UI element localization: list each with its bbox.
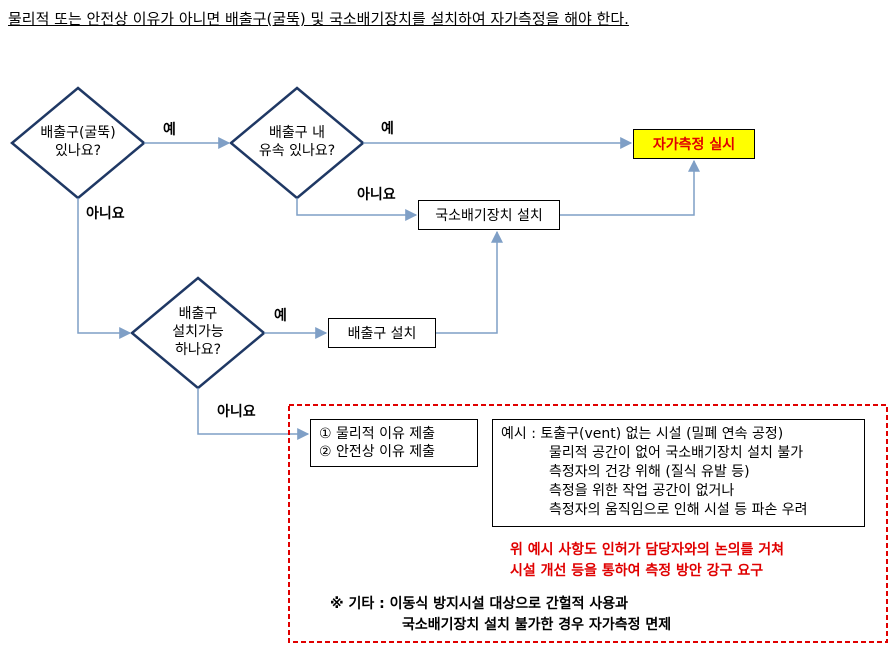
arrow-q3-to-reasons xyxy=(197,388,310,440)
label-no-q1: 아니요 xyxy=(86,206,125,222)
q1-text: 배출구(굴뚝) 있나요? xyxy=(40,125,116,159)
exemption-region xyxy=(288,404,888,643)
example-item: 물리적 공간이 없어 국소배기장치 설치 불가 xyxy=(549,445,804,461)
reason-box: ① 물리적 이유 제출 ② 안전상 이유 제출 xyxy=(310,419,478,467)
label-yes-q3: 예 xyxy=(274,308,287,324)
page-title: 물리적 또는 안전상 이유가 아니면 배출구(굴뚝) 및 국소배기장치를 설치하… xyxy=(8,10,629,28)
install-box: 국소배기장치 설치 xyxy=(418,200,560,230)
arrow-install-to-result xyxy=(560,159,700,216)
example-item: 측정자의 움직임으로 인해 시설 등 파손 우려 xyxy=(549,502,808,518)
label-no-q2: 아니요 xyxy=(357,187,396,203)
result-box: 자가측정 실시 xyxy=(633,129,755,159)
example-item: 측정을 위한 작업 공간이 없거나 xyxy=(549,483,735,499)
q3-text: 배출구 설치가능 하나요? xyxy=(172,306,224,358)
arrow-build-to-install xyxy=(436,230,503,334)
reason-item: ① 물리적 이유 제출 xyxy=(319,426,436,442)
label-yes-q1: 예 xyxy=(163,122,176,138)
example-item: 측정자의 건강 위해 (질식 유발 등) xyxy=(549,464,750,480)
arrow-q1-to-q3 xyxy=(77,198,132,339)
example-box: 예시 : 토출구(vent) 없는 시설 (밀폐 연속 공정) 물리적 공간이 … xyxy=(492,419,865,527)
example-prefix: 예시 : xyxy=(501,426,541,442)
label-no-q3: 아니요 xyxy=(217,404,256,420)
warning-text: 위 예시 사항도 인허가 담당자와의 논의를 거쳐 시설 개선 등을 통하여 측… xyxy=(510,542,784,579)
other-note: ※ 기타 : 이동식 방지시설 대상으로 간헐적 사용과 국소배기장치 설치 불… xyxy=(330,596,672,633)
reason-item: ② 안전상 이유 제출 xyxy=(319,444,436,460)
build-box: 배출구 설치 xyxy=(328,318,436,348)
arrow-q2-to-install xyxy=(296,198,418,221)
q2-text: 배출구 내 유속 있나요? xyxy=(258,125,336,159)
label-yes-q2: 예 xyxy=(381,121,394,137)
example-item: 토출구(vent) 없는 시설 (밀폐 연속 공정) xyxy=(540,426,784,442)
